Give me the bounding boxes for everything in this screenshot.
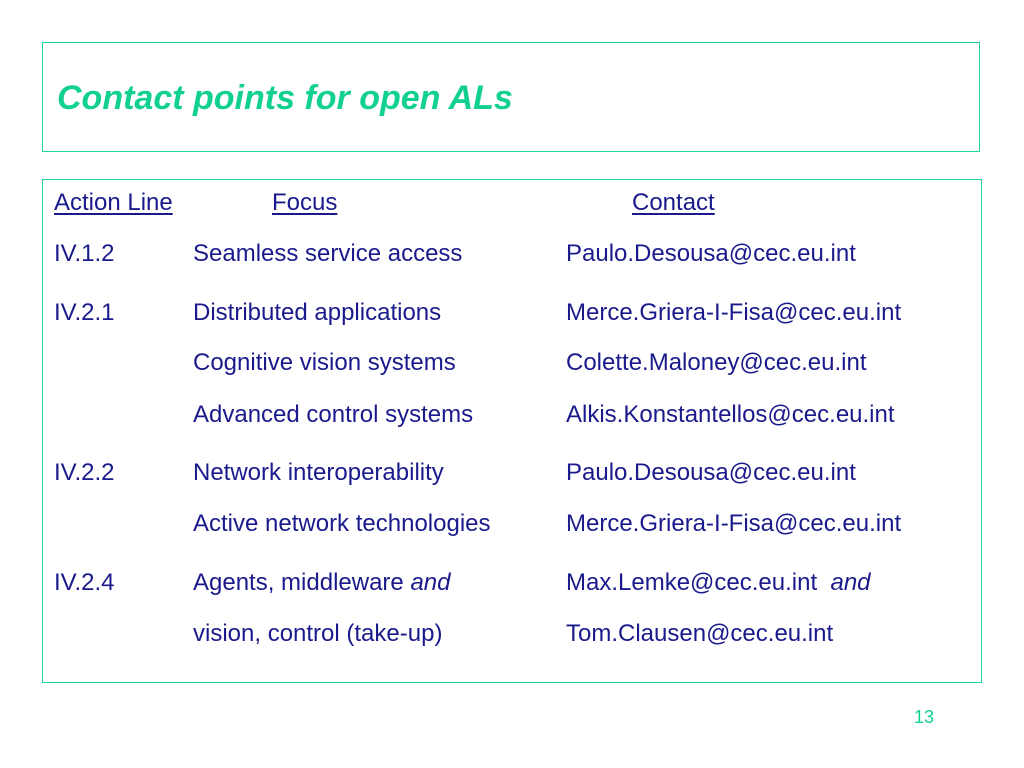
title-box: Contact points for open ALs xyxy=(42,42,980,152)
row-focus: Distributed applications xyxy=(193,299,442,326)
header-contact: Contact xyxy=(632,189,715,216)
page-number: 13 xyxy=(914,707,935,727)
row-contact: Alkis.Konstantellos@cec.eu.int xyxy=(566,401,895,428)
row-contact: Tom.Clausen@cec.eu.int xyxy=(566,620,834,647)
row-focus: vision, control (take-up) xyxy=(193,620,443,647)
row-focus: Seamless service access xyxy=(193,240,463,267)
contact-table: Action Line Focus Contact IV.1.2 Seamles… xyxy=(42,179,982,683)
contact-emphasis: and xyxy=(830,569,871,596)
row-focus: Cognitive vision systems xyxy=(193,349,456,376)
row-contact: Merce.Griera-I-Fisa@cec.eu.int xyxy=(566,299,902,326)
focus-emphasis: and xyxy=(410,569,451,596)
row-focus: Active network technologies xyxy=(193,510,491,537)
row-action-line: IV.1.2 xyxy=(54,240,115,267)
row-contact: Max.Lemke@cec.eu.int and xyxy=(566,569,871,597)
header-focus: Focus xyxy=(272,189,338,216)
focus-text: Agents, middleware xyxy=(193,569,404,596)
row-contact: Paulo.Desousa@cec.eu.int xyxy=(566,240,856,267)
slide-title: Contact points for open ALs xyxy=(57,79,513,117)
row-contact: Colette.Maloney@cec.eu.int xyxy=(566,349,867,376)
row-focus: Network interoperability xyxy=(193,459,444,486)
contact-text: Max.Lemke@cec.eu.int xyxy=(566,569,818,596)
row-focus: Advanced control systems xyxy=(193,401,474,428)
row-contact: Merce.Griera-I-Fisa@cec.eu.int xyxy=(566,510,902,537)
row-focus: Agents, middleware and xyxy=(193,569,451,597)
row-contact: Paulo.Desousa@cec.eu.int xyxy=(566,459,856,486)
row-action-line: IV.2.2 xyxy=(54,459,115,486)
row-action-line: IV.2.1 xyxy=(54,299,115,326)
header-action-line: Action Line xyxy=(54,189,173,216)
row-action-line: IV.2.4 xyxy=(54,569,115,596)
